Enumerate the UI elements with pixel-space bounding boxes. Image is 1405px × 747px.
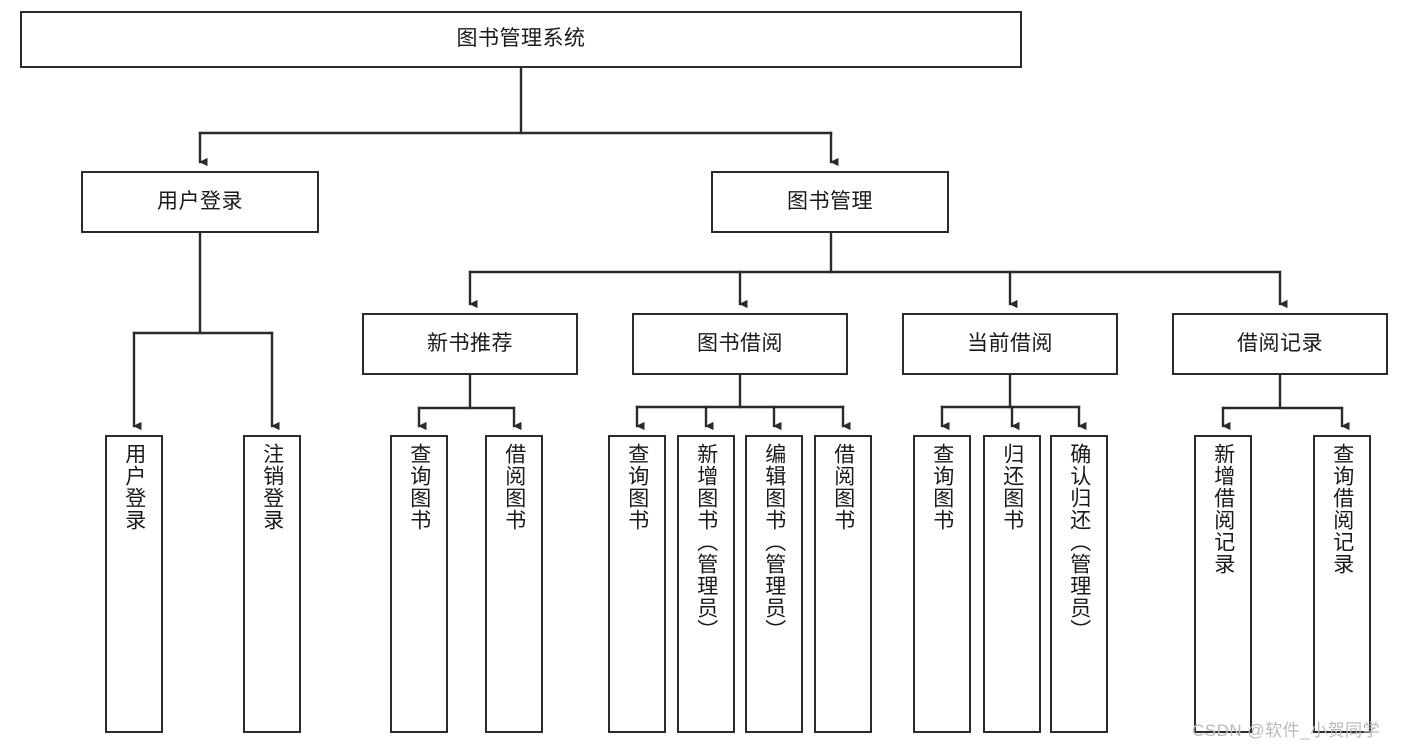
node-leaf-label: 新增借阅记录 xyxy=(1211,443,1235,575)
node-leaf[interactable]: 新增借阅记录 xyxy=(1194,435,1252,733)
node-leaf-label: 查询图书 xyxy=(407,443,431,531)
node-book-borrow-label: 图书借阅 xyxy=(697,331,783,355)
node-leaf[interactable]: 确认归还（管理员） xyxy=(1050,435,1108,733)
node-leaf[interactable]: 用户登录 xyxy=(105,435,163,733)
node-leaf[interactable]: 查询借阅记录 xyxy=(1313,435,1371,733)
node-book-management[interactable]: 图书管理 xyxy=(711,171,949,233)
node-root-label: 图书管理系统 xyxy=(456,27,586,51)
node-borrow-record-label: 借阅记录 xyxy=(1237,331,1323,355)
node-leaf[interactable]: 查询图书 xyxy=(608,435,666,733)
node-leaf-label: 确认归还（管理员） xyxy=(1067,443,1091,641)
node-book-borrow[interactable]: 图书借阅 xyxy=(632,313,848,375)
node-root[interactable]: 图书管理系统 xyxy=(20,11,1022,68)
node-borrow-record[interactable]: 借阅记录 xyxy=(1172,313,1388,375)
node-leaf[interactable]: 注销登录 xyxy=(243,435,301,733)
node-leaf[interactable]: 归还图书 xyxy=(983,435,1041,733)
node-leaf-label: 查询图书 xyxy=(930,443,954,531)
node-new-book-recommend-label: 新书推荐 xyxy=(427,331,513,355)
node-leaf-label: 借阅图书 xyxy=(831,443,855,531)
node-current-borrow-label: 当前借阅 xyxy=(967,331,1053,355)
node-leaf-label: 用户登录 xyxy=(122,443,146,531)
node-user-login[interactable]: 用户登录 xyxy=(81,171,319,233)
node-leaf-label: 新增图书（管理员） xyxy=(694,443,718,641)
node-leaf[interactable]: 查询图书 xyxy=(390,435,448,733)
node-book-management-label: 图书管理 xyxy=(787,189,873,213)
node-leaf-label: 归还图书 xyxy=(1000,443,1024,531)
node-new-book-recommend[interactable]: 新书推荐 xyxy=(362,313,578,375)
node-user-login-label: 用户登录 xyxy=(157,189,243,213)
node-leaf-label: 借阅图书 xyxy=(502,443,526,531)
node-leaf[interactable]: 查询图书 xyxy=(913,435,971,733)
node-leaf-label: 查询图书 xyxy=(625,443,649,531)
node-leaf[interactable]: 借阅图书 xyxy=(485,435,543,733)
node-leaf-label: 注销登录 xyxy=(260,443,284,531)
node-leaf[interactable]: 编辑图书（管理员） xyxy=(745,435,803,733)
watermark: CSDN @软件_小贺同学 xyxy=(1192,721,1381,740)
node-current-borrow[interactable]: 当前借阅 xyxy=(902,313,1118,375)
node-leaf[interactable]: 借阅图书 xyxy=(814,435,872,733)
node-leaf-label: 查询借阅记录 xyxy=(1330,443,1354,575)
node-leaf-label: 编辑图书（管理员） xyxy=(762,443,786,641)
node-leaf[interactable]: 新增图书（管理员） xyxy=(677,435,735,733)
